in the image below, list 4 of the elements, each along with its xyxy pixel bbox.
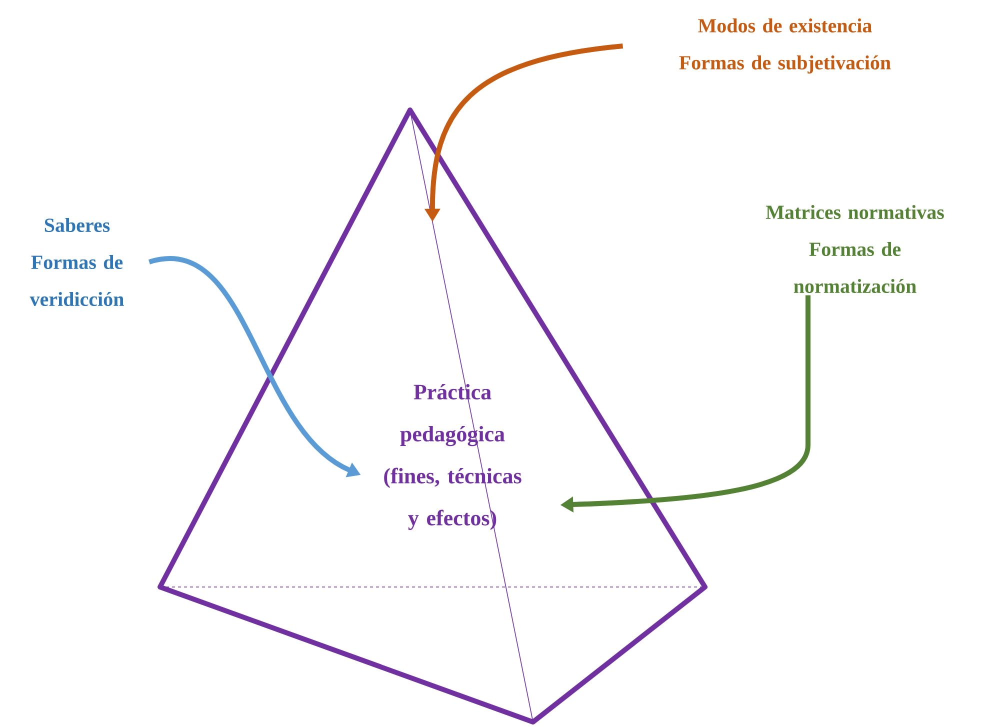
concept-label: Matrices normativas Formas de normatización bbox=[766, 204, 944, 294]
concept-label: Saberes Formas de veridicción bbox=[30, 218, 124, 306]
pyramid-drawing bbox=[158, 108, 708, 724]
concept-label: Modos de existencia Formas de subjetivación bbox=[679, 18, 891, 74]
